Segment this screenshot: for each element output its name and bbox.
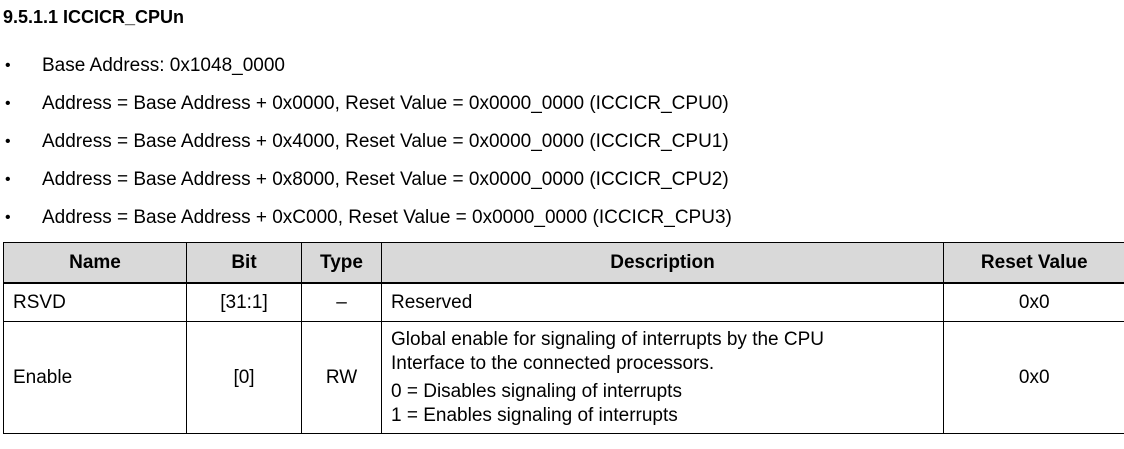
cell-description: Global enable for signaling of interrupt… (381, 321, 944, 434)
bullet-dot: • (5, 57, 11, 74)
column-header-bit: Bit (186, 242, 302, 284)
cell-description: Reserved (381, 282, 944, 322)
cell-bit: [0] (186, 321, 302, 434)
column-header-type: Type (301, 242, 382, 284)
bullet-dot: • (5, 171, 11, 188)
cell-reset-value: 0x0 (943, 321, 1124, 434)
bullet-text: Address = Base Address + 0x0000, Reset V… (42, 93, 729, 114)
bullet-dot: • (5, 209, 11, 226)
column-header-description: Description (381, 242, 944, 284)
cell-reset-value: 0x0 (943, 282, 1124, 322)
cell-type: RW (301, 321, 382, 434)
description-line: 1 = Enables signaling of interrupts (391, 404, 678, 426)
bullet-text: Address = Base Address + 0x8000, Reset V… (42, 169, 729, 190)
cell-name: RSVD (3, 282, 187, 322)
description-line: 0 = Disables signaling of interrupts (391, 380, 682, 402)
bullet-dot: • (5, 95, 11, 112)
section-heading: 9.5.1.1 ICCICR_CPUn (3, 7, 185, 27)
bullet-text: Address = Base Address + 0xC000, Reset V… (42, 207, 732, 228)
cell-bit: [31:1] (186, 282, 302, 322)
description-line: Interface to the connected processors. (391, 352, 715, 374)
description-line: Global enable for signaling of interrupt… (391, 328, 825, 350)
table-row: RSVD [31:1] – Reserved 0x0 (3, 282, 1124, 322)
column-header-reset-value: Reset Value (943, 242, 1124, 284)
cell-name: Enable (3, 321, 187, 434)
table-row: Enable [0] RW Global enable for signalin… (3, 321, 1124, 434)
bullet-dot: • (5, 133, 11, 150)
bullet-text: Address = Base Address + 0x4000, Reset V… (42, 131, 729, 152)
cell-type: – (301, 282, 382, 322)
table-header-row: Name Bit Type Description Reset Value (3, 242, 1124, 284)
bullet-text: Base Address: 0x1048_0000 (42, 55, 285, 76)
register-field-table: Name Bit Type Description Reset Value RS… (3, 242, 1124, 434)
column-header-name: Name (3, 242, 187, 284)
